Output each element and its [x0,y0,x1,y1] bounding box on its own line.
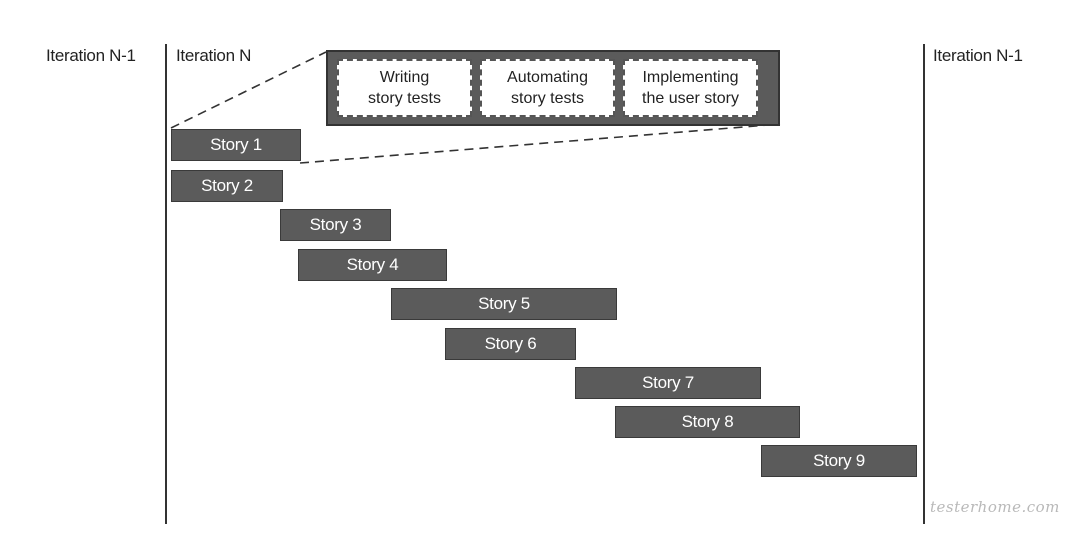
zoom-line-bottom [299,123,781,164]
iteration-current-label: Iteration N [176,46,252,65]
phase-writing-tests: Writing story tests [337,59,472,117]
story-bar: Story 9 [761,445,917,477]
story-bar: Story 7 [575,367,761,399]
story-bar: Story 3 [280,209,391,241]
story-bar: Story 1 [171,129,301,161]
phase-automating-tests: Automating story tests [480,59,615,117]
iteration-right-label: Iteration N-1 [933,46,1023,65]
story-bar: Story 4 [298,249,447,281]
story-bar: Story 5 [391,288,617,320]
story-bar: Story 2 [171,170,283,202]
story-phases-box: Writing story tests Automating story tes… [326,50,780,126]
story-bar: Story 6 [445,328,576,360]
watermark: testerhome.com [930,498,1060,516]
phase-implementing-story: Implementing the user story [623,59,758,117]
zoom-line-top [170,51,327,129]
iteration-left-label: Iteration N-1 [46,46,136,65]
story-bar: Story 8 [615,406,800,438]
